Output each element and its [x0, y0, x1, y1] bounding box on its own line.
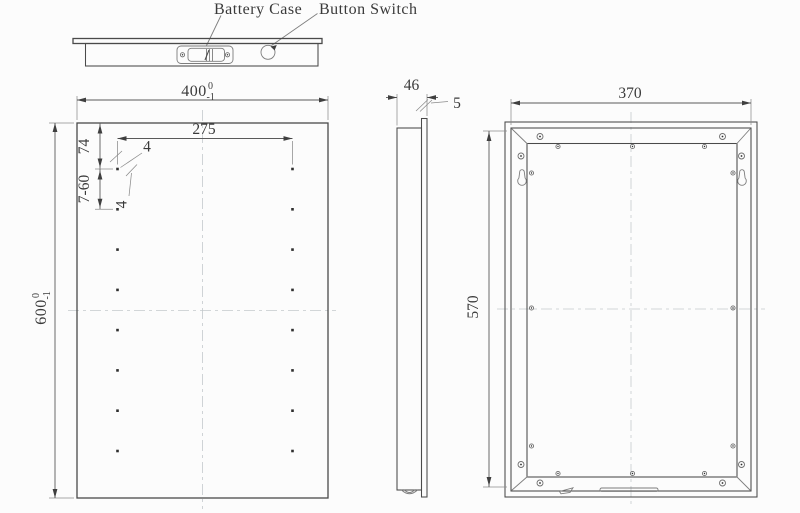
dim-back-height: 570 [465, 130, 507, 488]
dim-top-offset-value: 74 [76, 139, 93, 155]
dim-front-height-tol-lower: -1 [42, 291, 53, 299]
battery-case-leader-line [206, 15, 222, 46]
button-switch-outline [260, 44, 276, 60]
dim-glass-thickness-value: 5 [453, 95, 461, 112]
dim-hole-pitch-value: 7-60 [76, 175, 93, 204]
dim-hole-dia-b-value: 4 [114, 200, 131, 208]
dim-hole-dia-a: 4 [109, 139, 151, 168]
top-view: Battery Case Button Switch [72, 1, 418, 67]
battery-cover [187, 47, 225, 62]
top-view-cabinet [84, 42, 319, 67]
battery-case-outline [176, 45, 234, 64]
battery-polarity-mark [204, 49, 210, 61]
dim-front-width-tol-lower: -1 [207, 92, 215, 103]
dim-side-depth-value: 46 [404, 77, 420, 94]
button-switch-leader-line [271, 13, 318, 46]
keyhole-hanger-right [737, 169, 747, 186]
battery-case-screw-right [224, 52, 231, 58]
dim-side-depth: 46 [386, 77, 438, 126]
dim-hole-span: 275 [117, 121, 293, 165]
dim-back-width: 370 [510, 85, 752, 125]
button-switch [260, 44, 277, 60]
dim-hole-pitch: 7-60 [76, 169, 113, 210]
dim-front-width-tol-upper: 0 [208, 81, 213, 92]
side-switch-bump [401, 489, 418, 495]
dim-top-offset: 74 [76, 123, 113, 170]
led-hole-grid [116, 167, 294, 453]
button-switch-label: Button Switch [319, 1, 418, 18]
dim-hole-dia-b: 4 [114, 164, 138, 208]
side-cabinet-outline [396, 127, 423, 491]
side-glass-outline [420, 117, 428, 498]
dim-back-width-value: 370 [618, 85, 642, 102]
dim-front-height-tol-upper: 0 [31, 293, 42, 298]
dim-glass-thickness: 5 [415, 95, 461, 112]
dim-front-height: 600 0 -1 [31, 122, 74, 499]
dim-front-width: 400 0 -1 [76, 81, 329, 120]
back-glass-outline [504, 121, 758, 498]
battery-case-label: Battery Case [214, 1, 302, 18]
back-panel-outline [526, 142, 738, 478]
dim-front-width-value: 400 [181, 83, 207, 100]
front-mirror-outline [76, 122, 329, 499]
button-rotation-arrow [270, 45, 277, 51]
bottom-switch-lever [558, 487, 575, 495]
front-view: 400 0 -1 600 0 -1 275 [31, 81, 336, 509]
dim-front-height-value: 600 [33, 299, 50, 325]
top-view-glass-edge [72, 37, 323, 45]
back-view: 370 570 [465, 85, 765, 508]
bottom-vent-slot [599, 487, 659, 492]
dim-back-height-value: 570 [465, 295, 482, 319]
panel-screws [528, 143, 736, 477]
battery-case [176, 45, 234, 64]
side-view: 46 5 [386, 77, 461, 498]
dim-hole-span-value: 275 [192, 121, 216, 138]
frame-corner-miters [511, 128, 751, 491]
keyhole-hanger-left [517, 169, 527, 186]
battery-case-screw-left [179, 52, 186, 58]
dim-hole-dia-a-value: 4 [143, 139, 151, 156]
